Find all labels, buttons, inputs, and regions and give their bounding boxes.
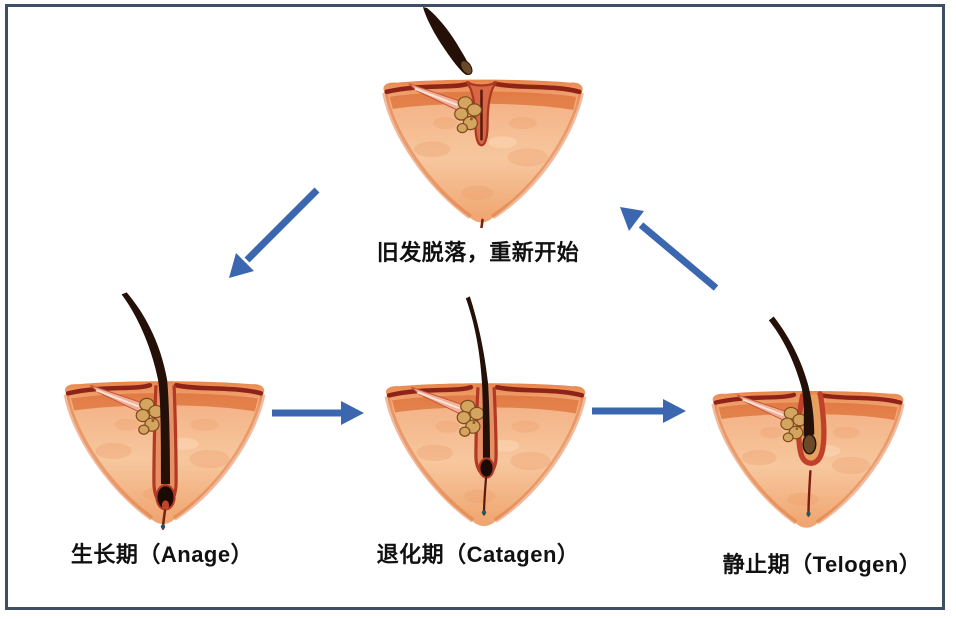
hair-follicle-shed-illustration <box>375 6 590 228</box>
stage-label-catagen: 退化期（Catagen） <box>376 542 580 567</box>
stage-label-shed-restart: 旧发脱落，重新开始 <box>376 240 580 265</box>
cycle-arrow-anagen-to-catagen <box>268 396 368 430</box>
hair-follicle-catagen-illustration <box>379 296 591 532</box>
hair-follicle-anagen-illustration <box>58 292 270 532</box>
cycle-arrow-shed-to-anagen <box>215 182 335 294</box>
cycle-arrow-telogen-to-shed <box>608 198 723 294</box>
stage-label-anagen: 生长期（Anage） <box>70 542 254 567</box>
hair-follicle-telogen-illustration <box>706 296 909 542</box>
stage-label-telogen: 静止期（Telogen） <box>722 552 922 577</box>
cycle-arrow-catagen-to-telogen <box>588 394 690 428</box>
